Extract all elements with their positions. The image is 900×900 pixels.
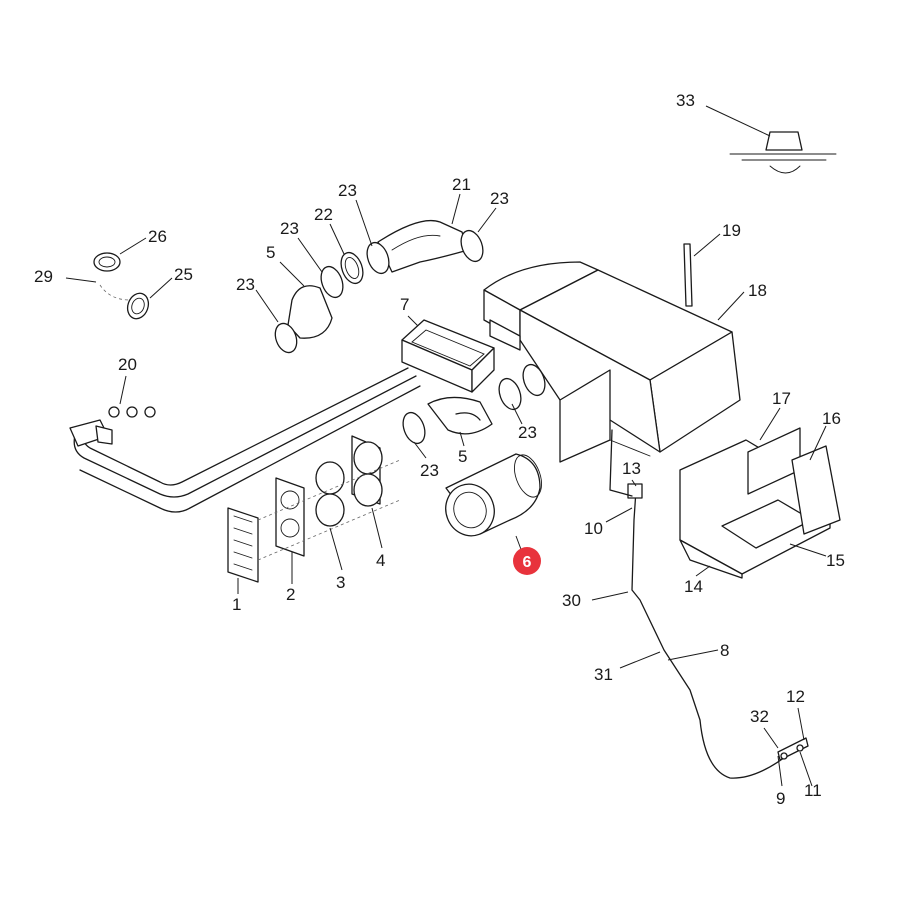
callout-18: 18 bbox=[748, 281, 767, 300]
callout-1: 1 bbox=[232, 595, 241, 614]
callout-16: 16 bbox=[822, 409, 841, 428]
callout-29: 29 bbox=[34, 267, 53, 286]
callout-23-d: 23 bbox=[490, 189, 509, 208]
callout-23-a: 23 bbox=[338, 181, 357, 200]
grommet-part bbox=[126, 292, 150, 320]
callout-14: 14 bbox=[684, 577, 703, 596]
callout-26: 26 bbox=[148, 227, 167, 246]
callout-5-lower: 5 bbox=[458, 447, 467, 466]
hose-assembly bbox=[69, 367, 421, 513]
callout-13: 13 bbox=[622, 459, 641, 478]
callout-10: 10 bbox=[584, 519, 603, 538]
callout-31: 31 bbox=[594, 665, 613, 684]
upper-duct-chain bbox=[274, 219, 484, 354]
hose-clips bbox=[108, 406, 156, 418]
callout-30: 30 bbox=[562, 591, 581, 610]
callout-3: 3 bbox=[336, 573, 345, 592]
callout-23-c: 23 bbox=[236, 275, 255, 294]
leader-lines bbox=[65, 105, 827, 787]
lower-duct-chain bbox=[402, 363, 546, 445]
callout-15: 15 bbox=[826, 551, 845, 570]
callout-25: 25 bbox=[174, 265, 193, 284]
callout-23-b: 23 bbox=[280, 219, 299, 238]
panel-assembly bbox=[679, 427, 841, 579]
callout-20: 20 bbox=[118, 355, 137, 374]
callout-23-e: 23 bbox=[420, 461, 439, 480]
callout-4: 4 bbox=[376, 551, 385, 570]
control-cable bbox=[609, 429, 809, 779]
callout-labels: 1 2 3 4 5 5 7 8 9 10 11 12 13 14 15 16 1… bbox=[34, 91, 845, 808]
rod-part bbox=[683, 243, 693, 307]
air-filter-part bbox=[445, 453, 543, 537]
callout-2: 2 bbox=[286, 585, 295, 604]
callout-8: 8 bbox=[720, 641, 729, 660]
highlight-badge-label[interactable]: 6 bbox=[523, 554, 532, 571]
highlight-badge[interactable]: 6 bbox=[513, 547, 541, 575]
plenum-duct bbox=[401, 319, 495, 393]
cab-housing bbox=[483, 261, 741, 463]
callout-19: 19 bbox=[722, 221, 741, 240]
callout-33: 33 bbox=[676, 91, 695, 110]
callout-22: 22 bbox=[314, 205, 333, 224]
callout-12: 12 bbox=[786, 687, 805, 706]
highlight-badge-circle[interactable] bbox=[513, 547, 541, 575]
callout-5-upper: 5 bbox=[266, 243, 275, 262]
callout-32: 32 bbox=[750, 707, 769, 726]
bezel-part bbox=[275, 477, 305, 557]
grille-part bbox=[227, 507, 259, 583]
callout-17: 17 bbox=[772, 389, 791, 408]
callout-9: 9 bbox=[776, 789, 785, 808]
louver-part bbox=[315, 461, 345, 527]
outlet-part bbox=[351, 435, 383, 507]
callout-11: 11 bbox=[804, 781, 822, 800]
roof-vent-part bbox=[729, 131, 837, 174]
callout-7: 7 bbox=[400, 295, 409, 314]
ring-clamp-part bbox=[93, 252, 121, 272]
callout-21: 21 bbox=[452, 175, 471, 194]
callout-23-f: 23 bbox=[518, 423, 537, 442]
